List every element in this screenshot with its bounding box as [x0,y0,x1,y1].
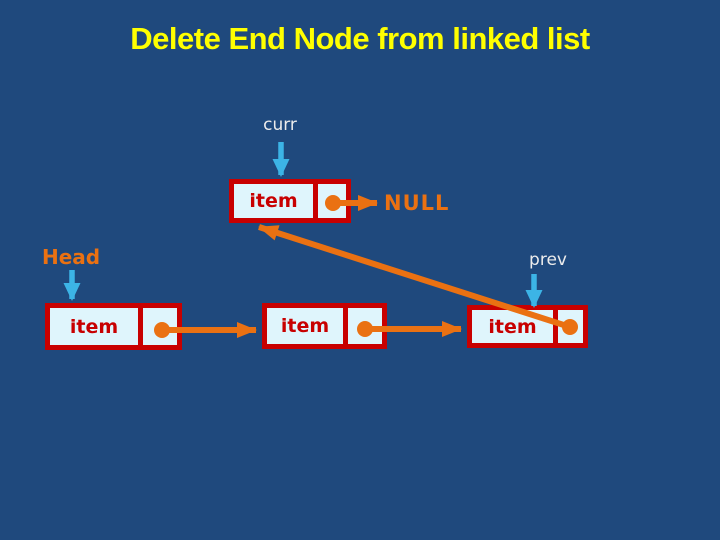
end-node: item [229,179,351,223]
end-node-pointer-cell [313,184,346,218]
list-node-2-data-cell: item [280,315,330,337]
list-node-2-pointer-cell [343,308,382,344]
list-node-3-pointer-cell [553,310,583,343]
list-node-1: item [45,303,182,350]
null-label: NULL [384,191,450,215]
list-node-1-data-cell: item [69,315,119,338]
prev-pointer-label: prev [529,250,567,270]
curr-pointer-label: curr [263,115,297,135]
head-pointer-label: Head [42,245,101,269]
list-node-3: item [467,305,588,348]
list-node-3-data-cell: item [488,315,537,338]
list-node-2: item [262,303,387,349]
list-node-1-pointer-cell [138,308,177,345]
end-node-data-cell: item [249,190,298,212]
slide-title: Delete End Node from linked list [130,21,590,56]
